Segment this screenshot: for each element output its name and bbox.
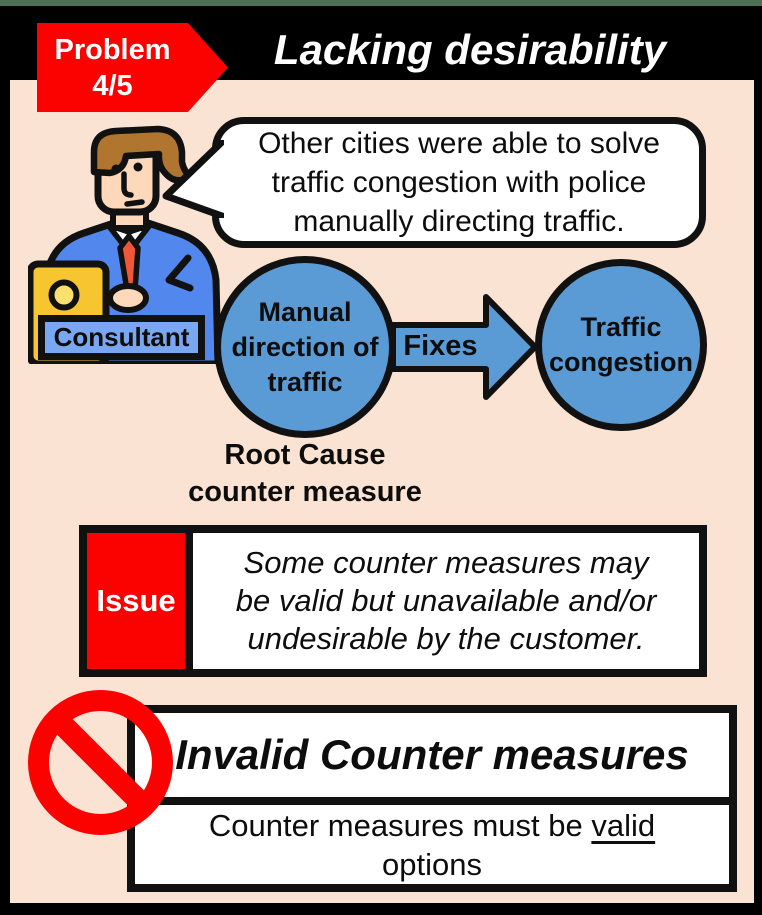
top-edge-strip [0, 0, 762, 6]
diagram-caption: Root Cause counter measure [175, 437, 435, 511]
problem-number-banner: Problem 4/5 [37, 23, 228, 112]
speech-bubble-tail-icon [162, 140, 224, 218]
detail-underlined: valid [591, 807, 656, 843]
conclusion-detail: Counter measures must be valid options [135, 805, 729, 884]
caption-line2: counter measure [188, 476, 422, 508]
consultant-icon [28, 125, 222, 364]
cause-circle-text: Manual direction of traffic [231, 296, 379, 397]
page-title: Lacking desirability [273, 26, 667, 73]
conclusion-box: Invalid Counter measures Counter measure… [127, 705, 737, 892]
detail-pre: Counter measures must be [208, 807, 592, 843]
effect-circle-text: Traffic congestion [548, 312, 693, 377]
issue-text-cell: Some counter measures may be valid but u… [193, 533, 699, 669]
mouth [124, 199, 145, 207]
arm-icon [165, 254, 194, 292]
laptop-logo [48, 279, 80, 311]
hand [107, 283, 149, 313]
consultant-label: Consultant [38, 315, 205, 360]
detail-line2: options [382, 846, 482, 882]
speech-bubble-text: Other cities were able to solve traffic … [258, 127, 660, 238]
consultant-label-text: Consultant [53, 322, 190, 352]
no-entry-icon [28, 690, 173, 835]
caption-line1: Root Cause [224, 439, 386, 471]
issue-box: Issue Some counter measures may be valid… [79, 525, 707, 677]
eye-right [133, 162, 143, 172]
eye-left [111, 164, 121, 174]
banner-count: 4/5 [92, 69, 133, 102]
conclusion-title: Invalid Counter measures [135, 713, 729, 805]
arrow-label: Fixes [403, 330, 478, 362]
issue-text: Some counter measures may be valid but u… [235, 545, 657, 656]
banner-word: Problem [54, 33, 171, 66]
cause-circle: Manual direction of traffic [214, 256, 396, 438]
speech-bubble: Other cities were able to solve traffic … [212, 117, 706, 248]
effect-circle: Traffic congestion [535, 259, 707, 431]
nose [121, 171, 134, 198]
fixes-arrow-icon [390, 294, 538, 400]
issue-label-text: Issue [96, 583, 176, 618]
issue-label-cell: Issue [87, 533, 193, 669]
